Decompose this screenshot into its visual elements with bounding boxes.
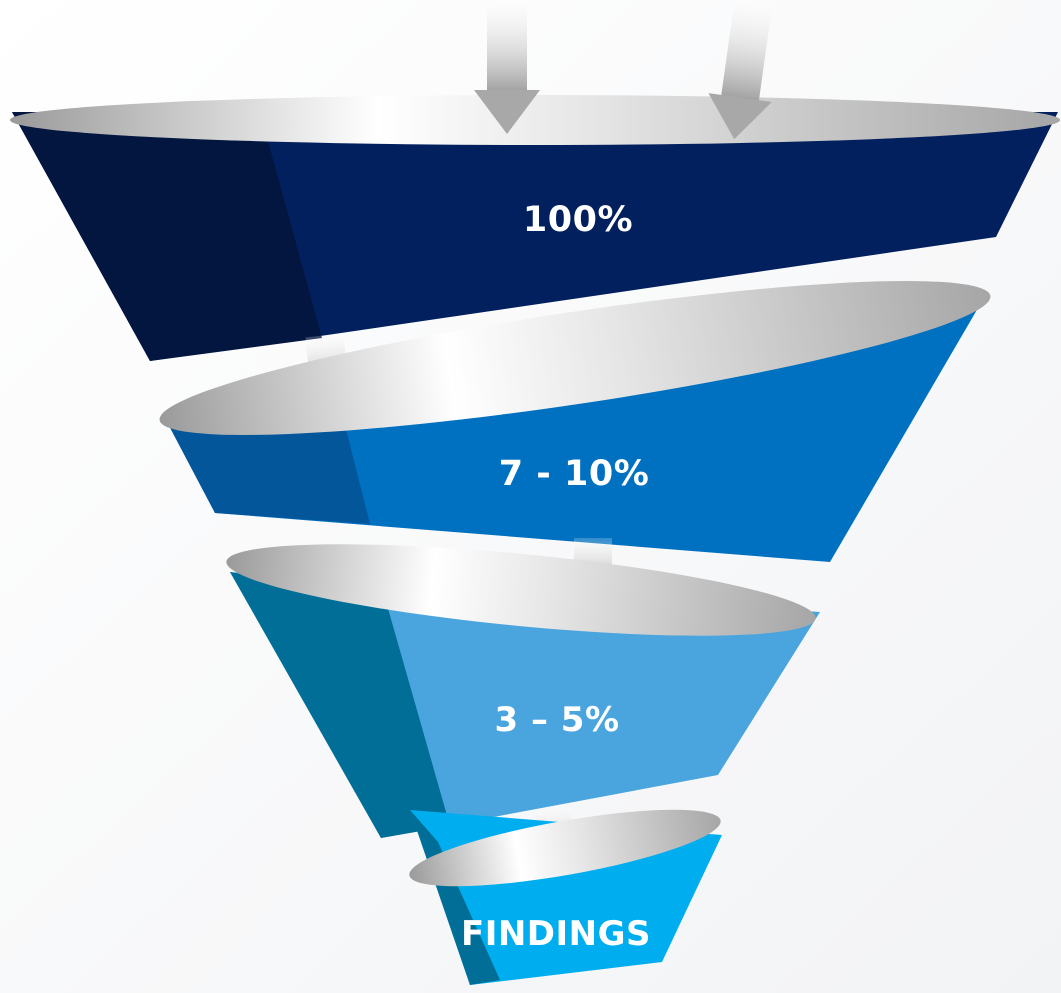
- tier-4-side-shade: [410, 810, 500, 985]
- arrow-down-icon: [708, 0, 773, 140]
- funnel-tier-1: [10, 0, 1060, 361]
- tier-1-rim: [10, 95, 1060, 145]
- tier-1-side-shade: [12, 112, 322, 361]
- tier-3-rim: [226, 544, 816, 636]
- tier-2-label: 7 - 10%: [498, 454, 650, 494]
- funnel-tier-3: [226, 544, 820, 838]
- tier-3-side-shade: [230, 572, 450, 838]
- tier-1-label: 100%: [522, 200, 634, 240]
- tier-3-label: 3 – 5%: [494, 700, 620, 740]
- funnel-tier-2: [159, 281, 991, 562]
- funnel-tier-4: [409, 809, 722, 985]
- tier-2-rim: [159, 281, 991, 435]
- tier-4-rim: [409, 809, 721, 887]
- tier-4-label: FINDINGS: [460, 914, 652, 954]
- arrow-down-icon: [474, 0, 540, 134]
